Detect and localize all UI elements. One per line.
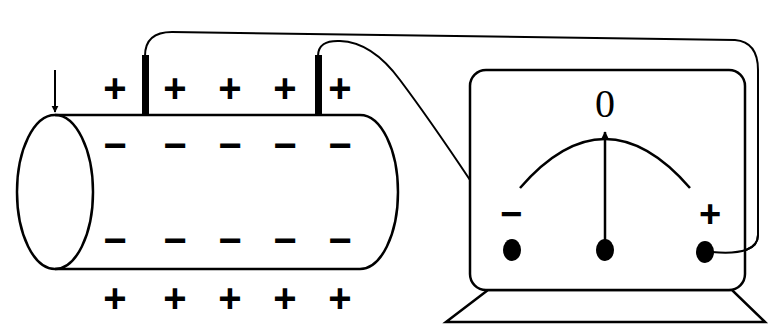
outer-charge: +	[163, 278, 186, 318]
inner-charge: −	[273, 125, 296, 165]
inner-charge: −	[218, 220, 241, 260]
outer-charge: +	[273, 278, 296, 318]
nerve-fiber	[17, 115, 398, 269]
outer-charge: +	[328, 68, 351, 108]
outer-charge: +	[103, 68, 126, 108]
inner-charge: −	[218, 125, 241, 165]
outer-charge: +	[273, 68, 296, 108]
inner-charge: −	[103, 220, 126, 260]
outer-charge: +	[328, 278, 351, 318]
inner-charge: −	[273, 220, 296, 260]
electrode	[315, 55, 322, 115]
galvanometer	[446, 70, 765, 322]
inner-charge: −	[103, 125, 126, 165]
zero-mark: 0	[595, 84, 615, 124]
outer-charge: +	[218, 278, 241, 318]
electrode	[142, 55, 149, 115]
outer-charge: +	[163, 68, 186, 108]
inner-charge: −	[328, 220, 351, 260]
stimulus-arrow	[54, 70, 56, 112]
inner-charge: −	[163, 125, 186, 165]
inner-charge: −	[328, 125, 351, 165]
terminal-sign: −	[500, 195, 522, 233]
inner-charge: −	[163, 220, 186, 260]
terminal-sign: +	[699, 195, 721, 233]
outer-charge: +	[103, 278, 126, 318]
outer-charge: +	[218, 68, 241, 108]
